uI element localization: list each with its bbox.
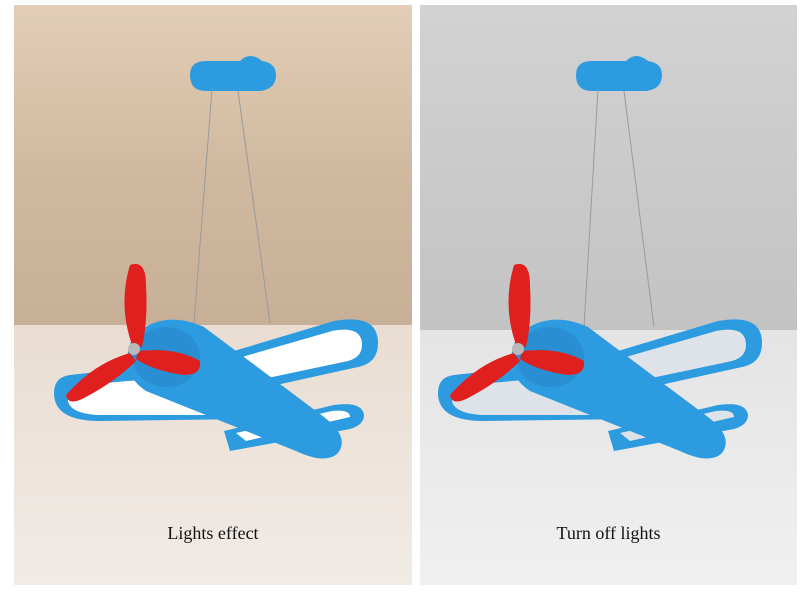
propeller-blade <box>520 350 585 375</box>
wall-background <box>14 5 412 325</box>
propeller-blade <box>136 350 201 375</box>
ceiling-canopy <box>576 56 662 91</box>
wall-background <box>420 5 797 330</box>
propeller-blade <box>450 353 520 402</box>
propeller-hub <box>512 343 524 355</box>
propeller-blade <box>66 353 136 402</box>
wing-light <box>228 329 362 383</box>
propeller-blade <box>508 263 531 347</box>
propeller-hub <box>128 343 140 355</box>
panel-caption: Turn off lights <box>556 523 661 543</box>
panel-caption: Lights effect <box>167 523 259 543</box>
airplane-lamp-lit-image <box>14 5 412 585</box>
hanging-wire <box>583 88 599 328</box>
wing-panel <box>612 329 746 383</box>
ceiling-canopy <box>190 56 276 91</box>
hanging-wire <box>237 90 271 324</box>
propeller-blade <box>124 263 147 347</box>
lights-on-photo: Lights effect <box>14 5 412 585</box>
lights-off-photo: Turn off lights <box>420 5 797 585</box>
hanging-wire <box>623 90 655 328</box>
airplane-lamp-unlit-image <box>420 5 797 585</box>
hanging-wire <box>193 88 213 324</box>
